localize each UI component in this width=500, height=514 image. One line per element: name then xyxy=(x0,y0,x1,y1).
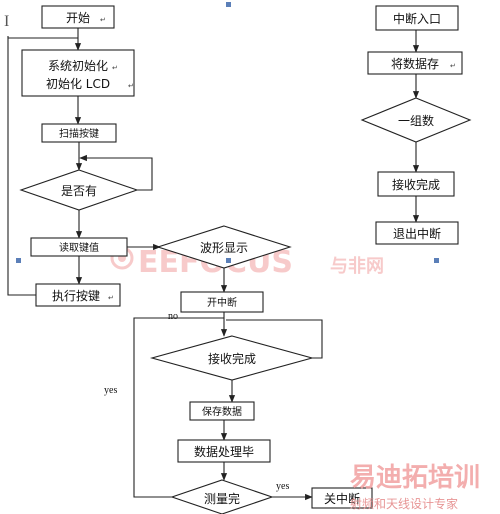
isr-store-box xyxy=(367,51,463,75)
open-interrupt-label: 开中断 xyxy=(207,296,237,309)
selection-handle[interactable] xyxy=(226,258,231,263)
label-yes-left: yes xyxy=(104,385,117,396)
start-label: 开始 xyxy=(66,11,90,25)
watermark-logo-suffix: 与非网 xyxy=(330,255,384,277)
open-interrupt-box xyxy=(180,291,264,313)
isr-entry-box xyxy=(375,5,459,31)
init-box xyxy=(21,49,135,97)
label-yes-bottom: yes xyxy=(276,481,289,492)
is-pressed-label: 是否有 xyxy=(61,184,97,198)
measure-done-decision xyxy=(170,479,274,514)
measure-done-label: 测量完 xyxy=(204,491,240,506)
isr-recv-done-label: 接收完成 xyxy=(392,177,440,192)
corner-watermark-subtitle: 射频和天线设计专家 xyxy=(350,496,458,511)
isr-exit-label: 退出中断 xyxy=(393,226,441,241)
save-data-box xyxy=(189,401,255,421)
init-label-line2: 初始化 LCD xyxy=(46,77,110,91)
init-label-line1: 系统初始化 xyxy=(48,59,108,73)
svg-text:↵: ↵ xyxy=(100,16,106,24)
selection-handle[interactable] xyxy=(434,258,439,263)
svg-text:↵: ↵ xyxy=(128,82,134,90)
svg-text:↵: ↵ xyxy=(108,294,114,302)
svg-text:↵: ↵ xyxy=(112,64,118,72)
execute-key-label: 执行按键 xyxy=(52,289,100,303)
save-data-label: 保存数据 xyxy=(202,405,242,418)
isr-one-group-label: 一组数 xyxy=(398,113,434,128)
isr-store-label: 将数据存 xyxy=(391,56,439,71)
waveform-label: 波形显示 xyxy=(200,241,248,255)
isr-entry-label: 中断入口 xyxy=(393,11,441,26)
label-no: no xyxy=(168,311,178,322)
corner-watermark-title: 易迪拓培训 xyxy=(350,463,480,493)
selection-handle[interactable] xyxy=(16,258,21,263)
close-interrupt-box xyxy=(311,487,373,509)
text-cursor-icon: I xyxy=(4,13,9,30)
receive-done-label: 接收完成 xyxy=(208,351,256,366)
corner-watermark: 易迪拓培训 射频和天线设计专家 xyxy=(350,463,480,511)
process-done-label: 数据处理毕 xyxy=(194,444,254,459)
scan-keys-label: 扫描按键 xyxy=(59,127,99,140)
read-key-label: 读取键值 xyxy=(59,241,99,254)
isr-exit-box xyxy=(375,221,459,245)
svg-text:↵: ↵ xyxy=(450,62,456,70)
selection-handle[interactable] xyxy=(226,2,231,7)
close-interrupt-label: 关中断 xyxy=(324,491,360,506)
